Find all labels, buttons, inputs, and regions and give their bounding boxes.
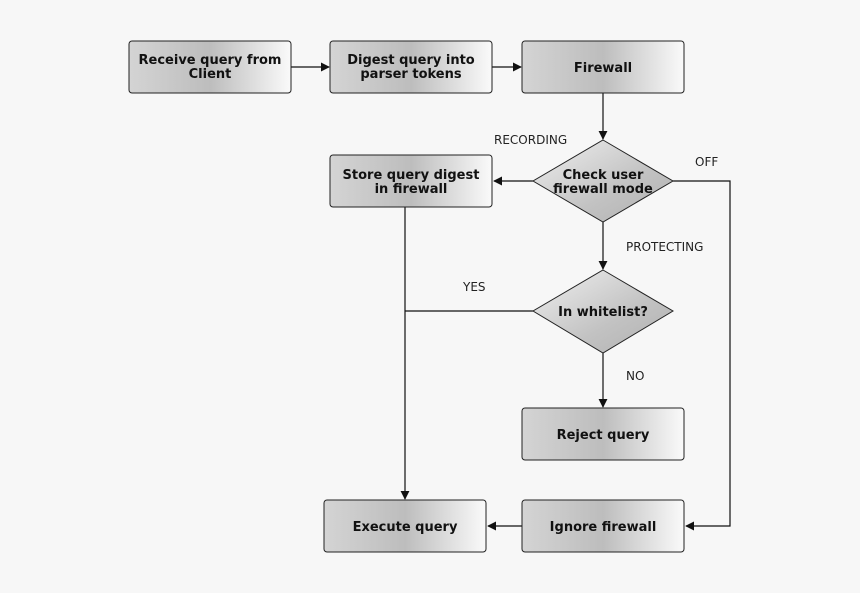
firewall-label: Firewall [574, 61, 632, 76]
node-store-query-digest: Store query digest in firewall [329, 154, 493, 208]
edge-label-recording: RECORDING [494, 133, 567, 147]
execute-query-label: Execute query [353, 520, 458, 535]
whitelist-label: In whitelist? [558, 305, 648, 320]
store-digest-box [329, 154, 493, 208]
node-execute-query: Execute query [323, 499, 487, 553]
store-digest-label-line1: Store query digest [343, 168, 480, 183]
ignore-firewall-label: Ignore firewall [550, 520, 657, 535]
node-reject-query: Reject query [521, 407, 685, 461]
digest-query-label-line1: Digest query into [347, 53, 475, 68]
connectors [291, 62, 731, 531]
reject-query-box [521, 407, 685, 461]
whitelist-diamond [532, 269, 674, 354]
node-in-whitelist: In whitelist? [532, 269, 674, 354]
edge-label-no: NO [626, 369, 644, 383]
digest-query-box [329, 40, 493, 94]
edge-check-to-ignore [673, 180, 731, 531]
check-mode-diamond [532, 139, 674, 223]
receive-query-box [128, 40, 292, 94]
ignore-firewall-box [521, 499, 685, 553]
edge-label-off: OFF [695, 155, 718, 169]
receive-query-label-line1: Receive query from [139, 53, 282, 68]
execute-query-box [323, 499, 487, 553]
check-mode-label-line2: firewall mode [553, 182, 653, 197]
receive-query-label-line2: Client [189, 67, 232, 82]
edge-label-yes: YES [462, 280, 486, 294]
firewall-box [521, 40, 685, 94]
edge-label-protecting: PROTECTING [626, 240, 703, 254]
reject-query-label: Reject query [557, 428, 650, 443]
store-digest-label-line2: in firewall [375, 182, 448, 197]
check-mode-label-line1: Check user [563, 168, 644, 183]
node-receive-query: Receive query from Client [128, 40, 292, 94]
node-ignore-firewall: Ignore firewall [521, 499, 685, 553]
node-digest-query: Digest query into parser tokens [329, 40, 493, 94]
node-firewall: Firewall [521, 40, 685, 94]
node-check-user-firewall-mode: Check user firewall mode [532, 139, 674, 223]
digest-query-label-line2: parser tokens [360, 67, 461, 82]
